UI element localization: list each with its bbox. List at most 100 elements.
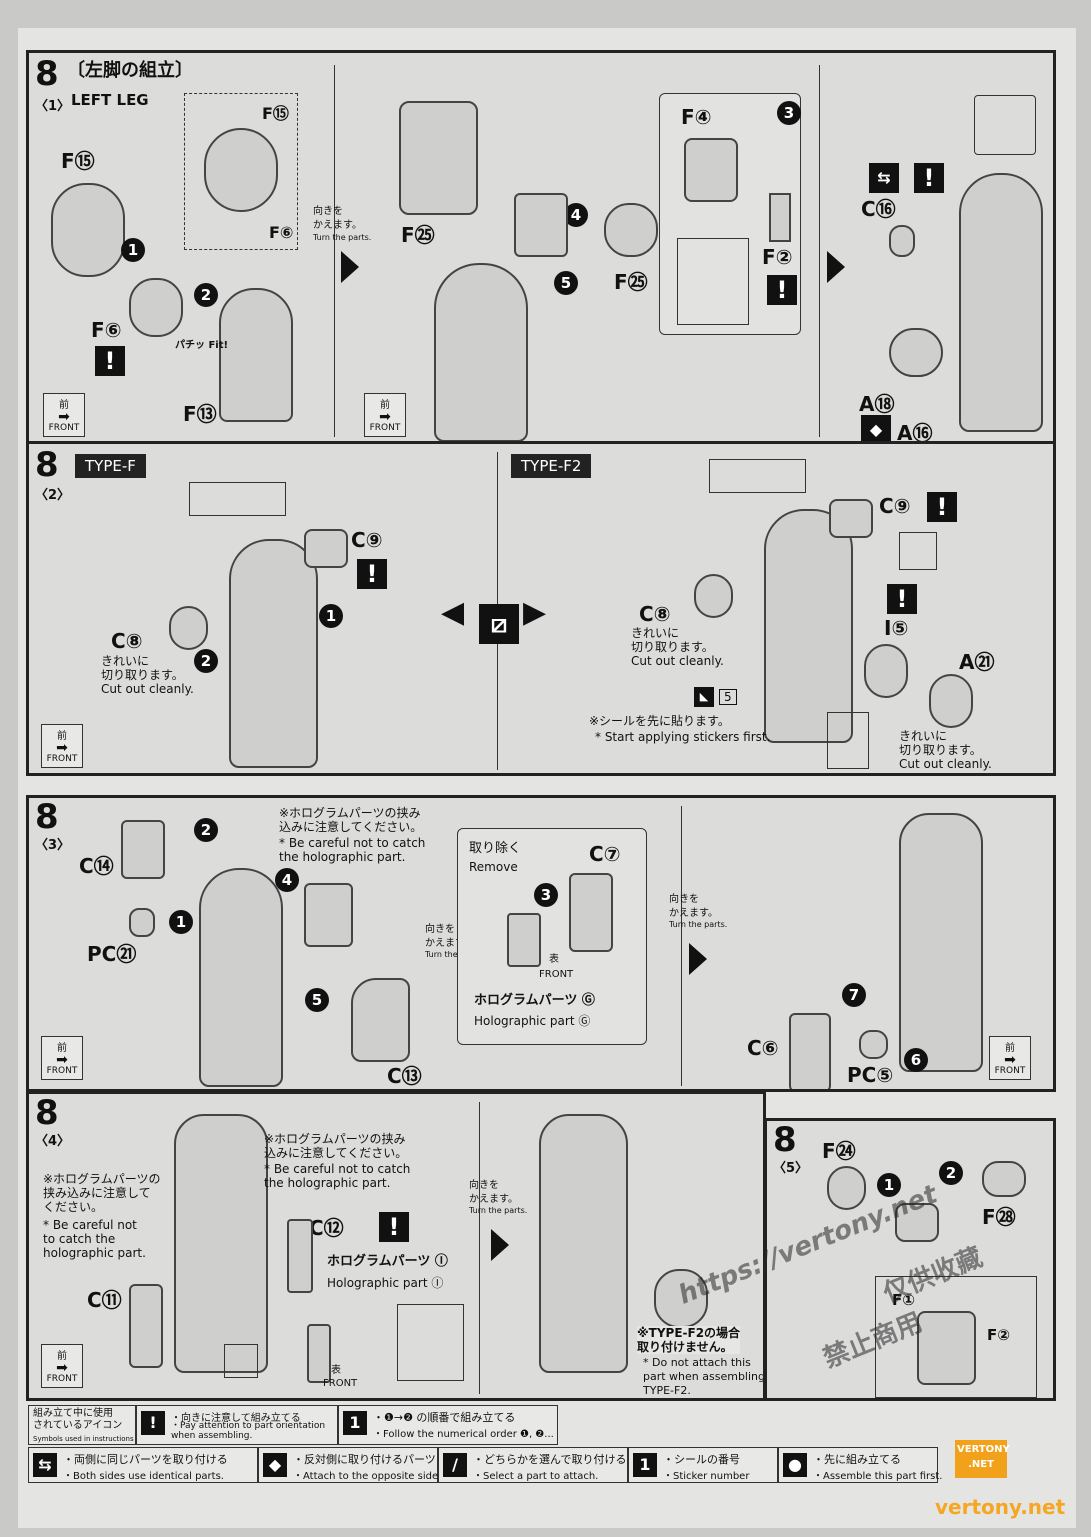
part-leg-p4b: [539, 1114, 628, 1373]
sticker-note-jp: ※シールを先に貼ります。: [589, 714, 730, 728]
step-num-2-f: 2: [194, 649, 218, 673]
part-detail-f: [189, 482, 286, 516]
part-f6: [129, 278, 183, 337]
warning-c9-f2: !: [927, 492, 957, 522]
turn-note-p3b-jp: 向きを かえます。: [669, 894, 718, 919]
part-c9-f: [304, 529, 348, 568]
label-f28: F㉘: [982, 1205, 1016, 1229]
holo-note-en-p4: * Be careful not to catch the holographi…: [264, 1162, 411, 1190]
part-f24: [827, 1166, 866, 1210]
label-c9-f2: C⑨: [879, 494, 911, 518]
step-number-4: 8: [35, 1093, 59, 1133]
panel-step-3: 8 〈3〉 C⑭ 2 4 1 PC㉑ 5 C⑬ ※ホログラムパーツの挟み 込みに…: [26, 795, 1056, 1092]
label-pc5: PC⑤: [847, 1063, 894, 1087]
choose-arrows: ◀: [441, 595, 465, 630]
sticker-icon: ◣: [694, 687, 714, 707]
detail-box: [184, 93, 298, 250]
part-armor-top: [304, 883, 353, 947]
panel3-sub: 〈3〉: [35, 838, 71, 853]
part-f28: [982, 1161, 1026, 1197]
omote-label-p4: 表: [331, 1365, 341, 1376]
next-arrow-p3: [689, 943, 707, 975]
part-leg-rear: [899, 813, 983, 1072]
legend-sticker: 1 ・シールの番号 ・Sticker number: [628, 1447, 778, 1483]
label-a18: A⑱: [859, 392, 895, 416]
part-f4: [684, 138, 738, 202]
cut-note-f2b-jp: きれいに 切り取ります。: [899, 729, 982, 757]
opposite-side-icon: ◆: [861, 415, 891, 445]
part-leg-body: [434, 263, 528, 442]
part-a21: [929, 674, 973, 728]
step-num-2: 2: [194, 283, 218, 307]
assemble-first-box: [899, 532, 937, 570]
label-f4: F④: [681, 105, 712, 129]
holo-note-en: * Be careful not to catch the holographi…: [279, 836, 426, 864]
part-p5-detail: [917, 1311, 976, 1385]
next-arrow-p4: [491, 1229, 509, 1261]
step-num-4: 4: [564, 203, 588, 227]
turn-note-jp: 向きを かえます。: [313, 206, 362, 231]
part-c14: [121, 820, 165, 879]
choose-arrows-right: ▶: [523, 595, 547, 630]
cut-note-f2-en: Cut out cleanly.: [631, 654, 724, 668]
front-indicator-p4: 前➡FRONT: [41, 1344, 83, 1388]
front-indicator-p3: 前➡FRONT: [41, 1036, 83, 1080]
part-c11: [129, 1284, 163, 1368]
order-icon: 1: [343, 1411, 367, 1435]
turn-note-en: Turn the parts.: [313, 233, 372, 242]
panel3-divider: [681, 806, 682, 1086]
part-f15: [51, 183, 125, 277]
warning-p4: !: [379, 1212, 409, 1242]
label-c7: C⑦: [589, 842, 621, 866]
p5-num-2: 2: [939, 1161, 963, 1185]
p3-num-5: 5: [305, 988, 329, 1012]
part-c6: [789, 1013, 831, 1089]
p3-num-1: 1: [169, 910, 193, 934]
part-f15-detail: [204, 128, 278, 212]
f2-note-en: * Do not attach this part when assemblin…: [643, 1356, 765, 1397]
holo-note-jp: ※ホログラムパーツの挟み 込みに注意してください。: [279, 806, 423, 834]
instruction-page: 8 〔左脚の組立〕 〈1〉 LEFT LEG F⑮ F⑥ F⑮ 1 2 F⑥ !…: [18, 28, 1076, 1528]
part-holo-g: [507, 913, 541, 967]
orientation-icon: !: [141, 1411, 165, 1435]
part-c7: [569, 873, 613, 952]
panel2-sub: 〈2〉: [35, 488, 71, 503]
p3-num-2: 2: [194, 818, 218, 842]
label-pc21: PC㉑: [87, 942, 137, 966]
panel1-sub: 〈1〉: [35, 99, 71, 114]
part-leg-f2: [764, 509, 853, 743]
f2-note-jp: ※TYPE-F2の場合 取り付けません。: [637, 1326, 741, 1354]
remove-jp: 取り除く: [469, 841, 522, 856]
part-leg-f: [229, 539, 318, 768]
holo-i-en: Holographic part Ⓘ: [327, 1276, 444, 1290]
front-label-p4: FRONT: [323, 1378, 358, 1389]
type-f-tag: TYPE-F: [75, 454, 146, 478]
front-indicator-p3b: 前➡FRONT: [989, 1036, 1031, 1080]
next-arrow-2: [827, 251, 845, 283]
p3-num-4: 4: [275, 868, 299, 892]
part-f25: [604, 203, 658, 257]
label-f24: F㉔: [822, 1139, 856, 1163]
p5-detail-box: [875, 1276, 1037, 1398]
part-hip: [514, 193, 568, 257]
legend-orientation: ! ・向きに注意して組み立てる ・Pay attention to part o…: [136, 1405, 338, 1445]
part-c13: [351, 978, 410, 1062]
icon-legend: 組み立て中に使用 されているアイコン Symbols used in instr…: [18, 1405, 1076, 1495]
panel-step-4: 8 〈4〉 ※ホログラムパーツの 挟み込みに注意して ください。 * Be ca…: [26, 1091, 766, 1401]
step-number-2: 8: [35, 445, 59, 485]
cut-note-f2b-en: Cut out cleanly.: [899, 757, 992, 771]
label-f15: F⑮: [61, 149, 95, 173]
p3-num-3: 3: [534, 883, 558, 907]
label-a21: A㉑: [959, 650, 995, 674]
fit-label: パチッ Fit!: [175, 340, 229, 351]
panel4-sub: 〈4〉: [35, 1134, 71, 1149]
cut-note-f-en: Cut out cleanly.: [101, 682, 194, 696]
panel-left-leg: 8 〔左脚の組立〕 〈1〉 LEFT LEG F⑮ F⑥ F⑮ 1 2 F⑥ !…: [26, 50, 1056, 450]
legend-opposite: ◆ ・反対側に取り付けるパーツ ・Attach to the opposite …: [258, 1447, 441, 1483]
turn-note-p3-jp: 向きを かえます。: [425, 924, 474, 949]
panel5-sub: 〈5〉: [773, 1161, 809, 1176]
step-num-5: 5: [554, 271, 578, 295]
label-f25: F㉕: [614, 270, 648, 294]
p3-num-6: 6: [904, 1048, 928, 1072]
part-c16: [889, 225, 915, 257]
